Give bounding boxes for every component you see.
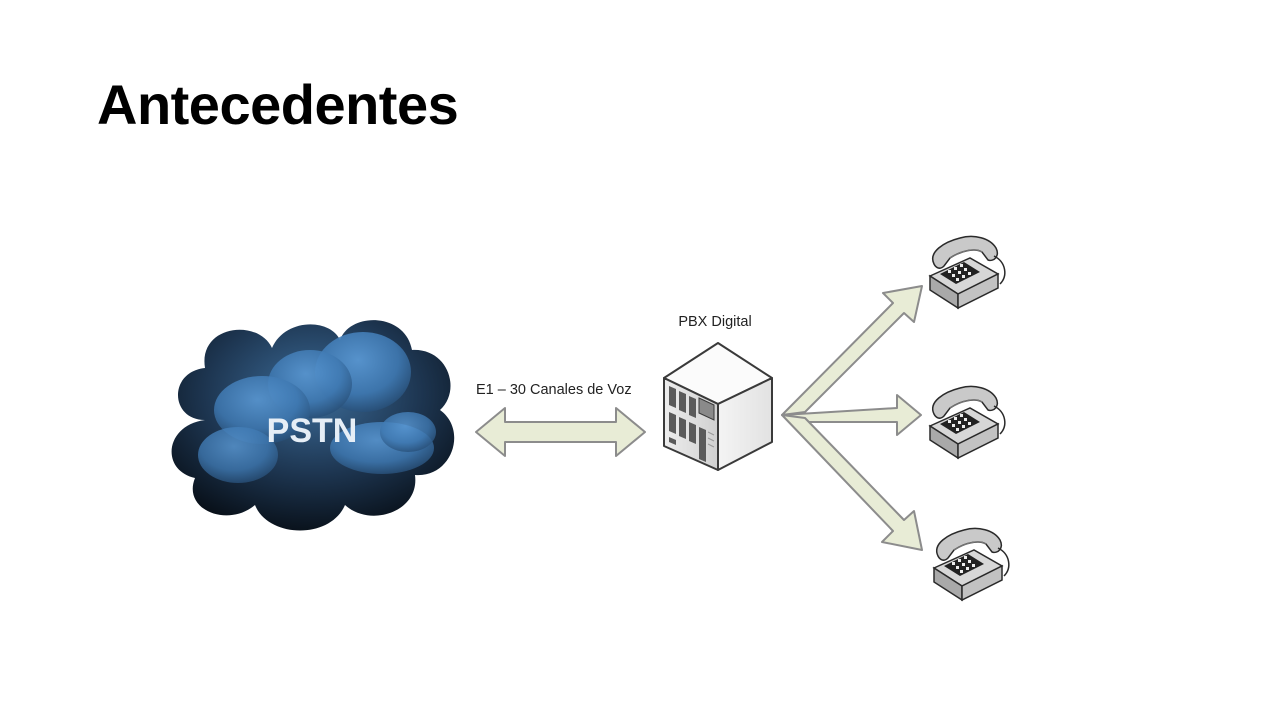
telephone-icon bbox=[929, 385, 1006, 459]
cloud-label: PSTN bbox=[267, 412, 358, 450]
arrow-to-phone-middle bbox=[781, 394, 922, 436]
arrow-to-phone-top bbox=[781, 285, 923, 416]
telephone-top bbox=[929, 235, 1006, 309]
pbx-server: PBX Digital bbox=[663, 314, 773, 471]
pbx-label: PBX Digital bbox=[678, 314, 751, 330]
server-icon bbox=[663, 342, 773, 471]
pstn-cloud: PSTN bbox=[171, 320, 455, 531]
telephone-middle bbox=[929, 385, 1006, 459]
link-label: E1 – 30 Canales de Voz bbox=[476, 382, 632, 398]
slide-title: Antecedentes bbox=[97, 73, 459, 136]
e1-link: E1 – 30 Canales de Voz bbox=[475, 382, 646, 457]
arrow-to-phone-bottom bbox=[781, 414, 923, 551]
telephone-bottom bbox=[933, 527, 1010, 601]
telephone-icon bbox=[933, 527, 1010, 601]
distribution-arrows bbox=[781, 285, 923, 551]
cloud-icon bbox=[171, 320, 455, 531]
double-arrow-icon bbox=[475, 407, 646, 457]
telephone-icon bbox=[929, 235, 1006, 309]
